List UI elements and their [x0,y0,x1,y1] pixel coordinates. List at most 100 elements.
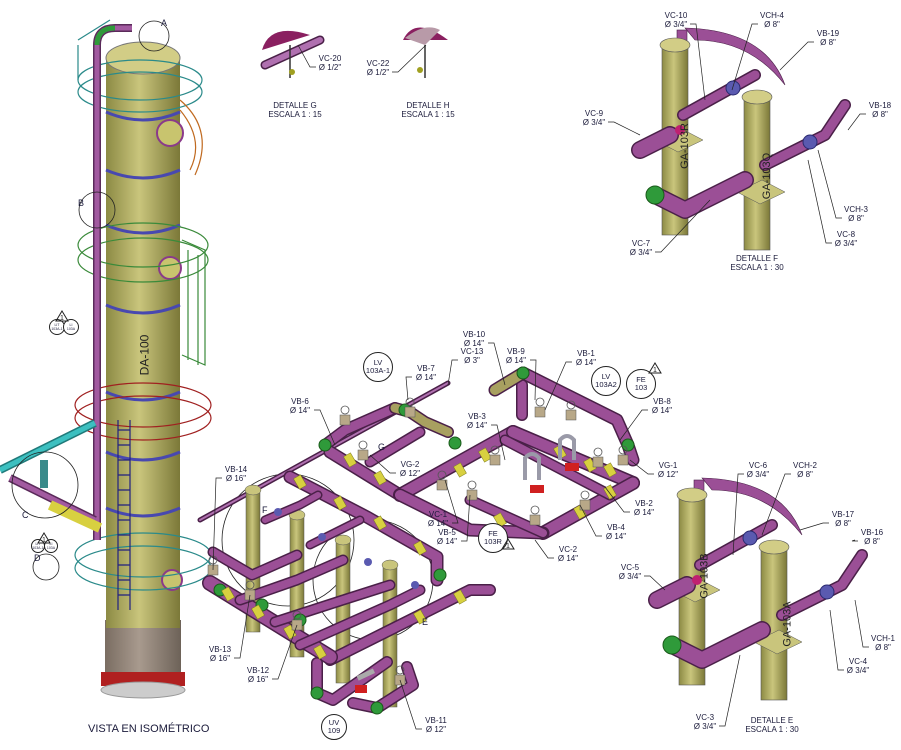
check-valve [274,508,282,516]
callout-size: Ø 14" [575,357,597,367]
leader-line [644,575,666,591]
detail-f-suction-2 [647,172,753,218]
elbow [516,366,530,380]
revision-number: 1 [60,315,64,322]
pipe-fe103r [466,496,547,537]
callout-tag: VB-2 [635,499,653,508]
pipe-header-upper [394,426,519,501]
handwheel [490,445,500,455]
leader-line [761,473,791,536]
leader-line [272,624,298,680]
detail-f-crescent [684,27,786,86]
callout-tag: VB-6 [291,397,309,406]
leader-line [369,454,396,474]
detail-g-pipe [262,37,323,68]
callout-size: Ø 14" [633,507,655,517]
callout-tag: VB-13 [208,645,232,654]
callout-size: Ø 14" [427,518,449,528]
callout-tag: VC-22 [366,59,390,68]
pump-cap [244,484,262,496]
leader-line [829,609,844,671]
leader-line [544,361,572,411]
handwheel [437,470,447,480]
leader-line [297,44,316,68]
handwheel [566,400,576,410]
instrument-tag: LIT [54,323,60,327]
callout-size: Ø 8" [872,109,888,119]
callout-size: Ø 3/4" [664,19,688,29]
detail-marker: B [78,198,85,208]
pipe-vg2 [366,428,424,466]
leader-line [690,23,706,101]
flange [221,586,235,602]
callout-size: Ø 14" [289,405,311,415]
uv109-actuator [356,668,376,681]
callout-size: Ø 14" [651,405,673,415]
callout-tag: VC-13 [460,347,484,356]
callout-tag: VB-4 [607,523,625,532]
pump-label-ga-103r: GA-103R [678,123,691,169]
revision-number: 1 [653,367,657,374]
pump-label-ga-103a: GA-103A [781,601,794,647]
leader-line [731,23,758,91]
uv109-body [355,685,367,693]
instrument-number: 109 [327,726,341,735]
detail-e-crescent [701,477,803,536]
detail-e-pump-cap [676,487,708,503]
callout-tag: VG-2 [400,460,420,469]
callout-size: Ø 3/4" [629,247,653,257]
callout-tag: VC-4 [848,657,868,666]
detail-f-check-valve-1 [725,80,741,96]
leader-line [405,376,412,401]
detail-marker: A [161,18,168,28]
callout-size: Ø 16" [209,653,231,663]
flow-meter-fe103 [558,434,576,460]
instrument-number: 103A-1 [32,546,44,550]
triangle-icon [648,362,662,374]
callout-size: Ø 12" [399,468,421,478]
valve-body [436,479,448,491]
valve-body [489,454,501,466]
callout-tag: VG-1 [658,461,678,470]
callout-tag: VC-9 [584,109,604,118]
revision-triangle: 1 [501,538,515,550]
detail-g-vessel [262,30,310,50]
callout-tag: VC-7 [631,239,651,248]
detail-e-suction-2 [664,622,770,668]
tower-platforms [74,19,212,610]
detail-f-pump-cap [659,37,691,53]
instrument-tag: FE [488,529,498,538]
detail-scale: ESCALA 1 : 15 [268,110,322,119]
instrument-number: 103R [484,537,502,546]
revision-number: 1 [42,537,46,544]
leader-line [534,539,554,559]
detail-f-baseplate [736,179,786,205]
pipe-pump-header [285,472,442,585]
leader-line [817,149,842,219]
callout-size: Ø 8" [848,213,864,223]
callout-tag: VB-17 [831,510,855,519]
callout-tag: VB-7 [417,364,435,373]
callout-size: Ø 3/4" [582,117,606,127]
detail-title: DETALLE E [750,716,794,725]
detail-e-suction-flange [662,635,682,655]
handwheel [618,445,628,455]
flange [251,604,265,620]
